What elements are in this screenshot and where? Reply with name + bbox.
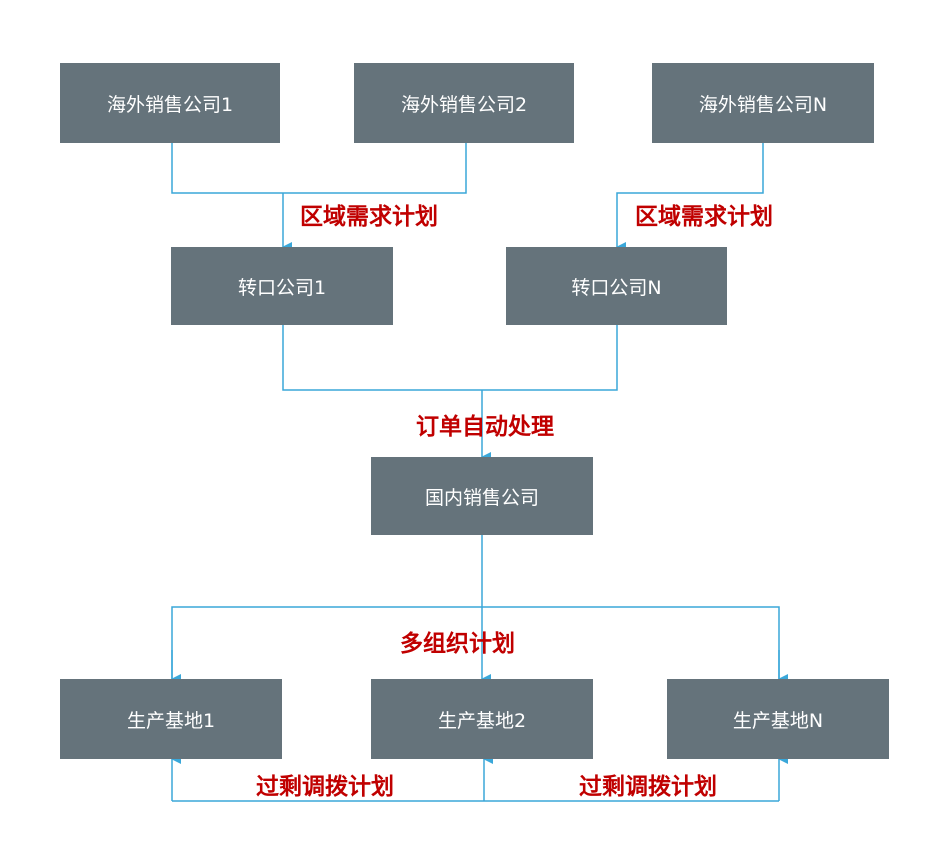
box-label: 海外销售公司N — [698, 93, 828, 116]
box-transit-n: 转口公司N — [506, 247, 727, 325]
box-production-base-n: 生产基地N — [667, 679, 889, 759]
label-surplus-transfer-left: 过剩调拨计划 — [256, 774, 394, 800]
connector-overseasN-to-transitN — [616, 143, 764, 252]
box-overseas-sales-2: 海外销售公司2 — [354, 63, 574, 143]
box-overseas-sales-1: 海外销售公司1 — [60, 63, 280, 143]
label-multi-org-plan: 多组织计划 — [400, 631, 515, 657]
box-label: 国内销售公司 — [424, 486, 539, 509]
box-production-base-1: 生产基地1 — [60, 679, 282, 759]
label-order-auto-processing: 订单自动处理 — [416, 414, 554, 440]
box-transit-1: 转口公司1 — [171, 247, 393, 325]
label-surplus-transfer-right: 过剩调拨计划 — [579, 774, 717, 800]
box-domestic-sales: 国内销售公司 — [371, 457, 593, 535]
box-label: 转口公司N — [571, 276, 662, 299]
box-production-base-2: 生产基地2 — [371, 679, 593, 759]
connector-base-distribution — [171, 606, 780, 679]
box-label: 生产基地1 — [126, 709, 216, 732]
box-label: 转口公司1 — [237, 276, 327, 299]
box-label: 生产基地2 — [437, 709, 527, 732]
label-regional-plan-left: 区域需求计划 — [300, 204, 438, 230]
box-label: 海外销售公司2 — [400, 93, 528, 116]
label-regional-plan-right: 区域需求计划 — [635, 204, 773, 230]
connector-overseas-to-transit1 — [171, 143, 467, 194]
connector-transit-to-domestic — [282, 325, 618, 391]
box-label: 生产基地N — [732, 709, 824, 732]
box-label: 海外销售公司1 — [106, 93, 234, 116]
box-overseas-sales-n: 海外销售公司N — [652, 63, 874, 143]
